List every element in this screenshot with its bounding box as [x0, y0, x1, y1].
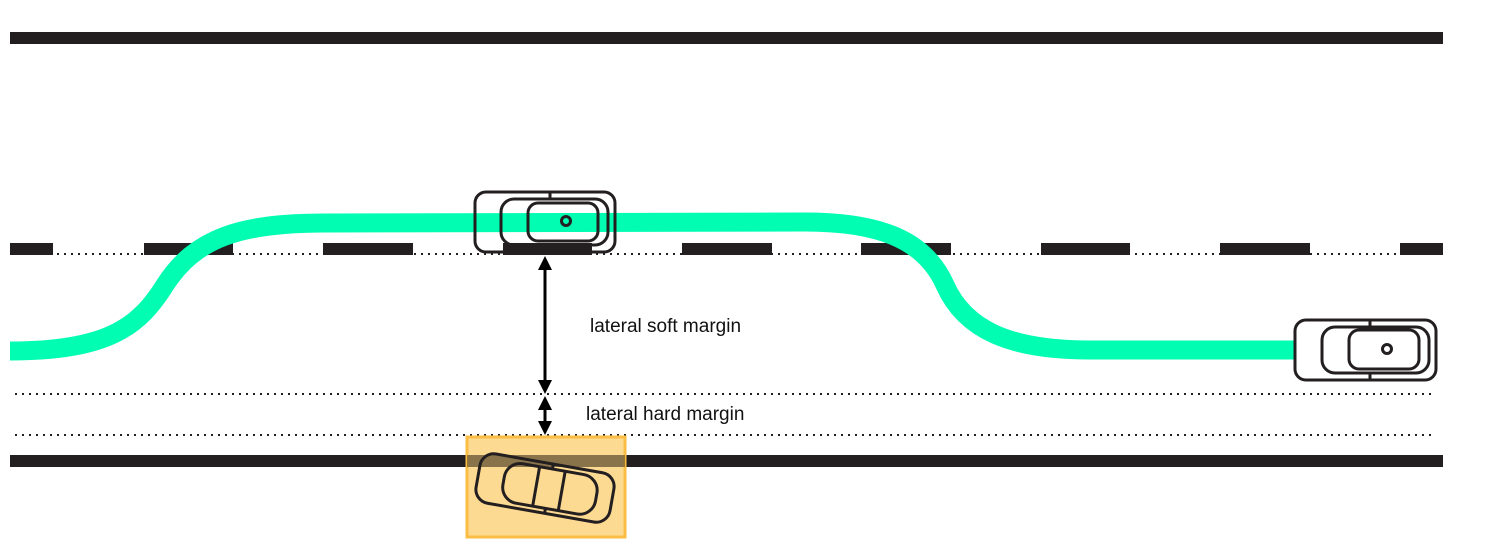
parked-car-icon	[474, 452, 616, 524]
soft-margin-label: lateral soft margin	[590, 316, 742, 337]
double-arrow-icon	[538, 256, 552, 435]
top-road-edge	[10, 32, 1443, 44]
bottom-road-edge	[10, 455, 1443, 467]
hard-margin-label: lateral hard margin	[586, 404, 745, 425]
ego-car-icon	[473, 190, 617, 254]
car-icon	[1293, 318, 1438, 382]
planned-trajectory	[9, 212, 1295, 361]
